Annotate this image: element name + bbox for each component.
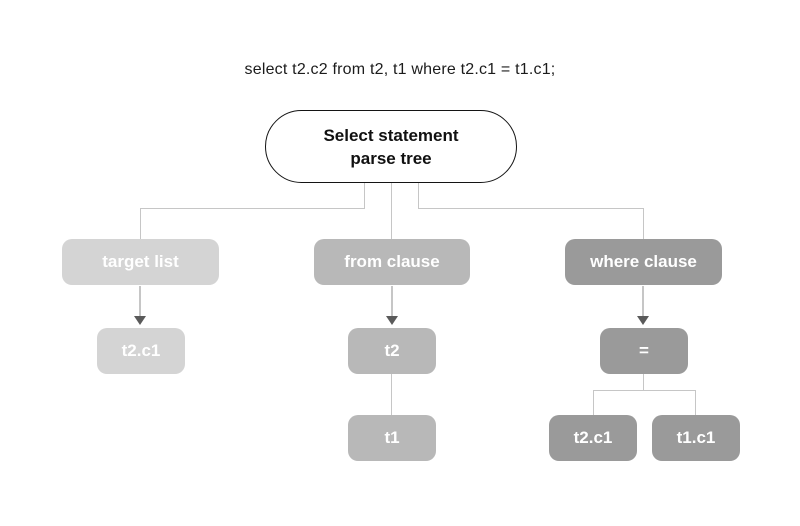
node-t1c1: t1.c1	[652, 415, 740, 461]
root-label-line1: Select statement	[323, 125, 459, 145]
node-t1: t1	[348, 415, 436, 461]
connector-eq-t2c1-v	[593, 390, 594, 415]
connector-t2-t1	[391, 374, 392, 415]
connector-root-right-elbow-h	[418, 208, 644, 209]
node-equals: =	[600, 328, 688, 374]
connector-eq-split-h	[593, 390, 696, 391]
root-label-line2: parse tree	[350, 148, 432, 168]
connector-eq-t1c1-v	[695, 390, 696, 415]
node-root-parse-tree: Select statement parse tree	[265, 110, 517, 183]
arrowhead-whereclause-eq-icon	[637, 316, 649, 325]
node-t2c1-target: t2.c1	[97, 328, 185, 374]
connector-root-center-stub	[391, 183, 392, 239]
arrowhead-fromclause-t2-icon	[386, 316, 398, 325]
connector-root-right-stub	[418, 183, 419, 209]
connector-fromclause-t2	[391, 286, 393, 317]
connector-root-right-elbow-v	[643, 208, 644, 239]
connector-root-left-elbow-h	[140, 208, 365, 209]
connector-eq-stub	[643, 374, 644, 391]
connector-root-left-stub	[364, 183, 365, 209]
connector-whereclause-eq	[642, 286, 644, 317]
node-t2: t2	[348, 328, 436, 374]
node-t2c1-where: t2.c1	[549, 415, 637, 461]
node-target-list: target list	[62, 239, 219, 285]
arrowhead-targetlist-t2c1-icon	[134, 316, 146, 325]
node-where-clause: where clause	[565, 239, 722, 285]
connector-root-left-elbow-v	[140, 208, 141, 239]
connector-targetlist-t2c1	[139, 286, 141, 317]
sql-query-text: select t2.c2 from t2, t1 where t2.c1 = t…	[244, 61, 556, 78]
node-from-clause: from clause	[314, 239, 470, 285]
